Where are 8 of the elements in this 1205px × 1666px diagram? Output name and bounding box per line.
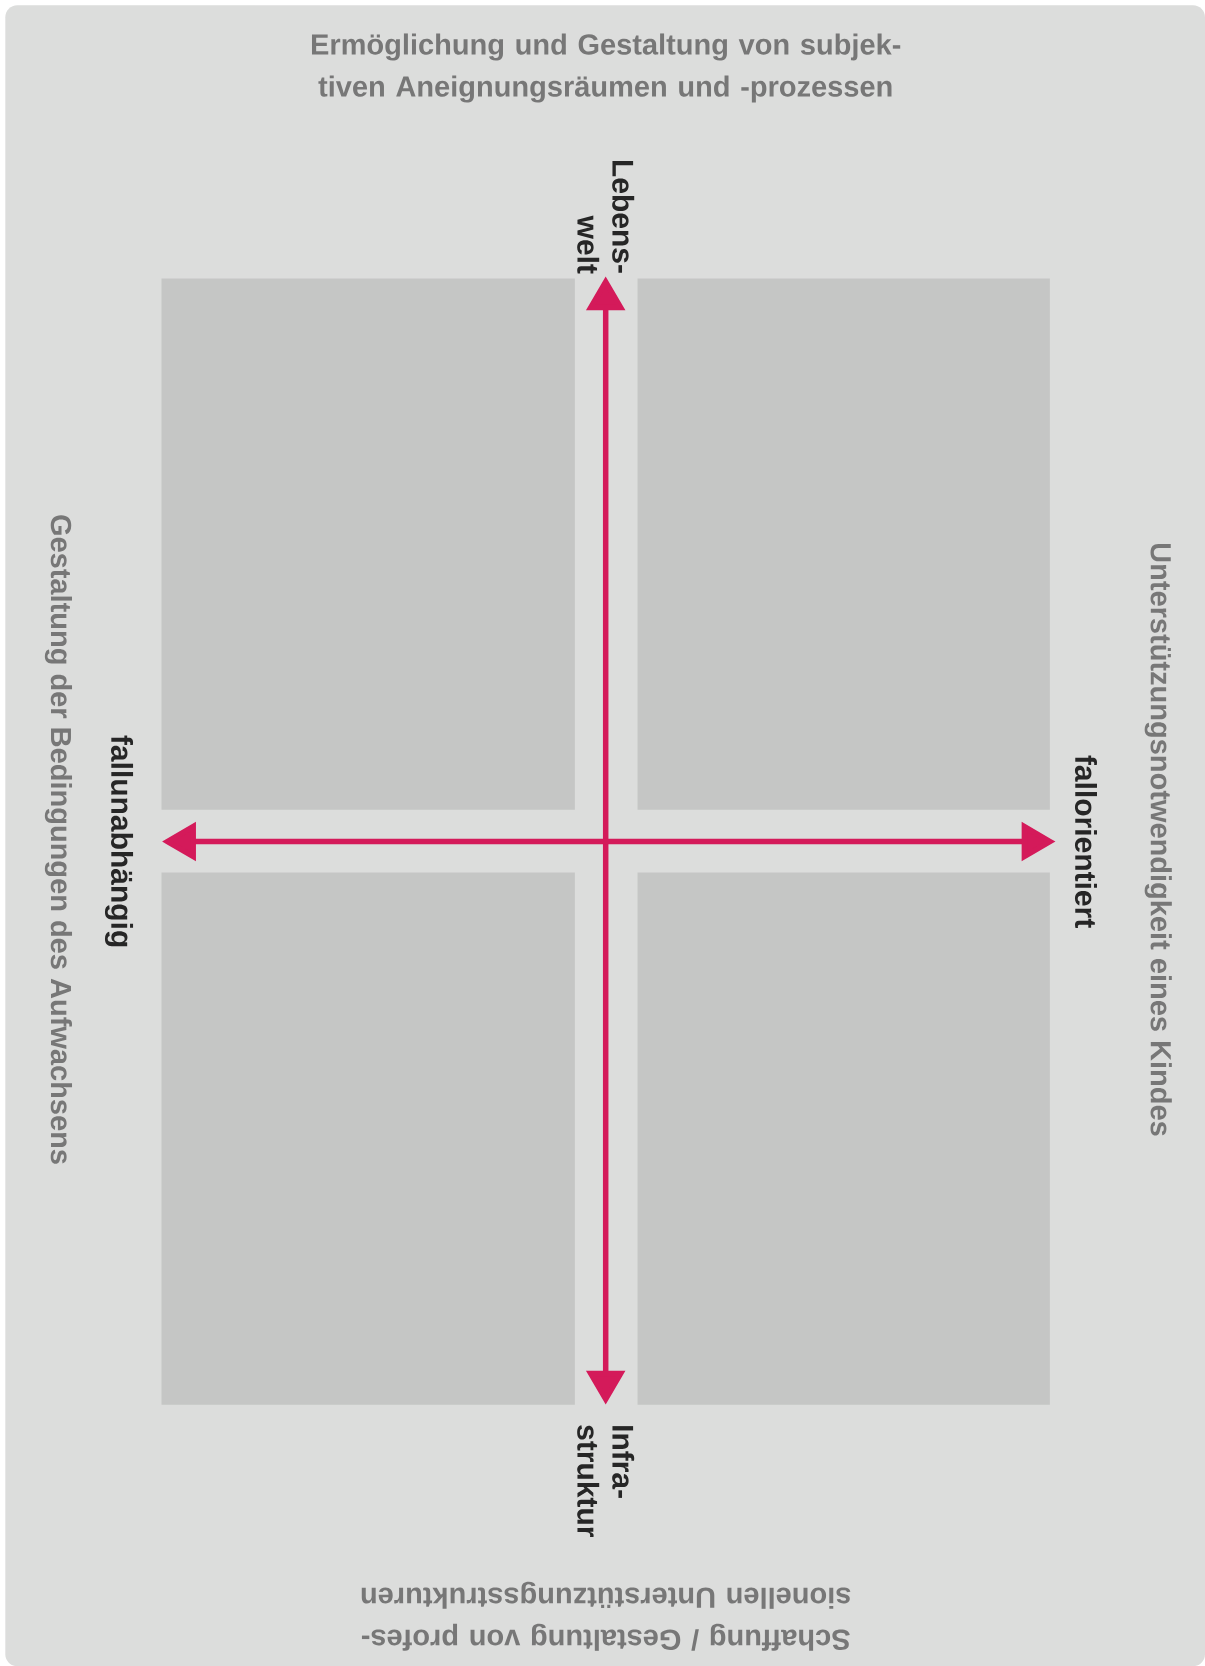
side-label: Schaffung / Gestaltung von profes- sionellen Unterstützungsstrukturen [361,1581,851,1651]
axis-label: fallunabhängig [104,735,134,947]
axis-label: fallorientiert [1074,755,1097,928]
axis-label: Infra- struktur [577,1425,635,1537]
side-label: Unterstützungsnotwendigkeit eines Kindes [1144,543,1172,1136]
side-label: Ermöglichung und Gestaltung von subjek- tiven Aneignungsräumen und -prozessen [312,33,901,103]
side-label: Gestaltung der Bedingungen des Aufwachsens [44,515,72,1164]
axis-label: Lebens- welt [577,160,635,274]
